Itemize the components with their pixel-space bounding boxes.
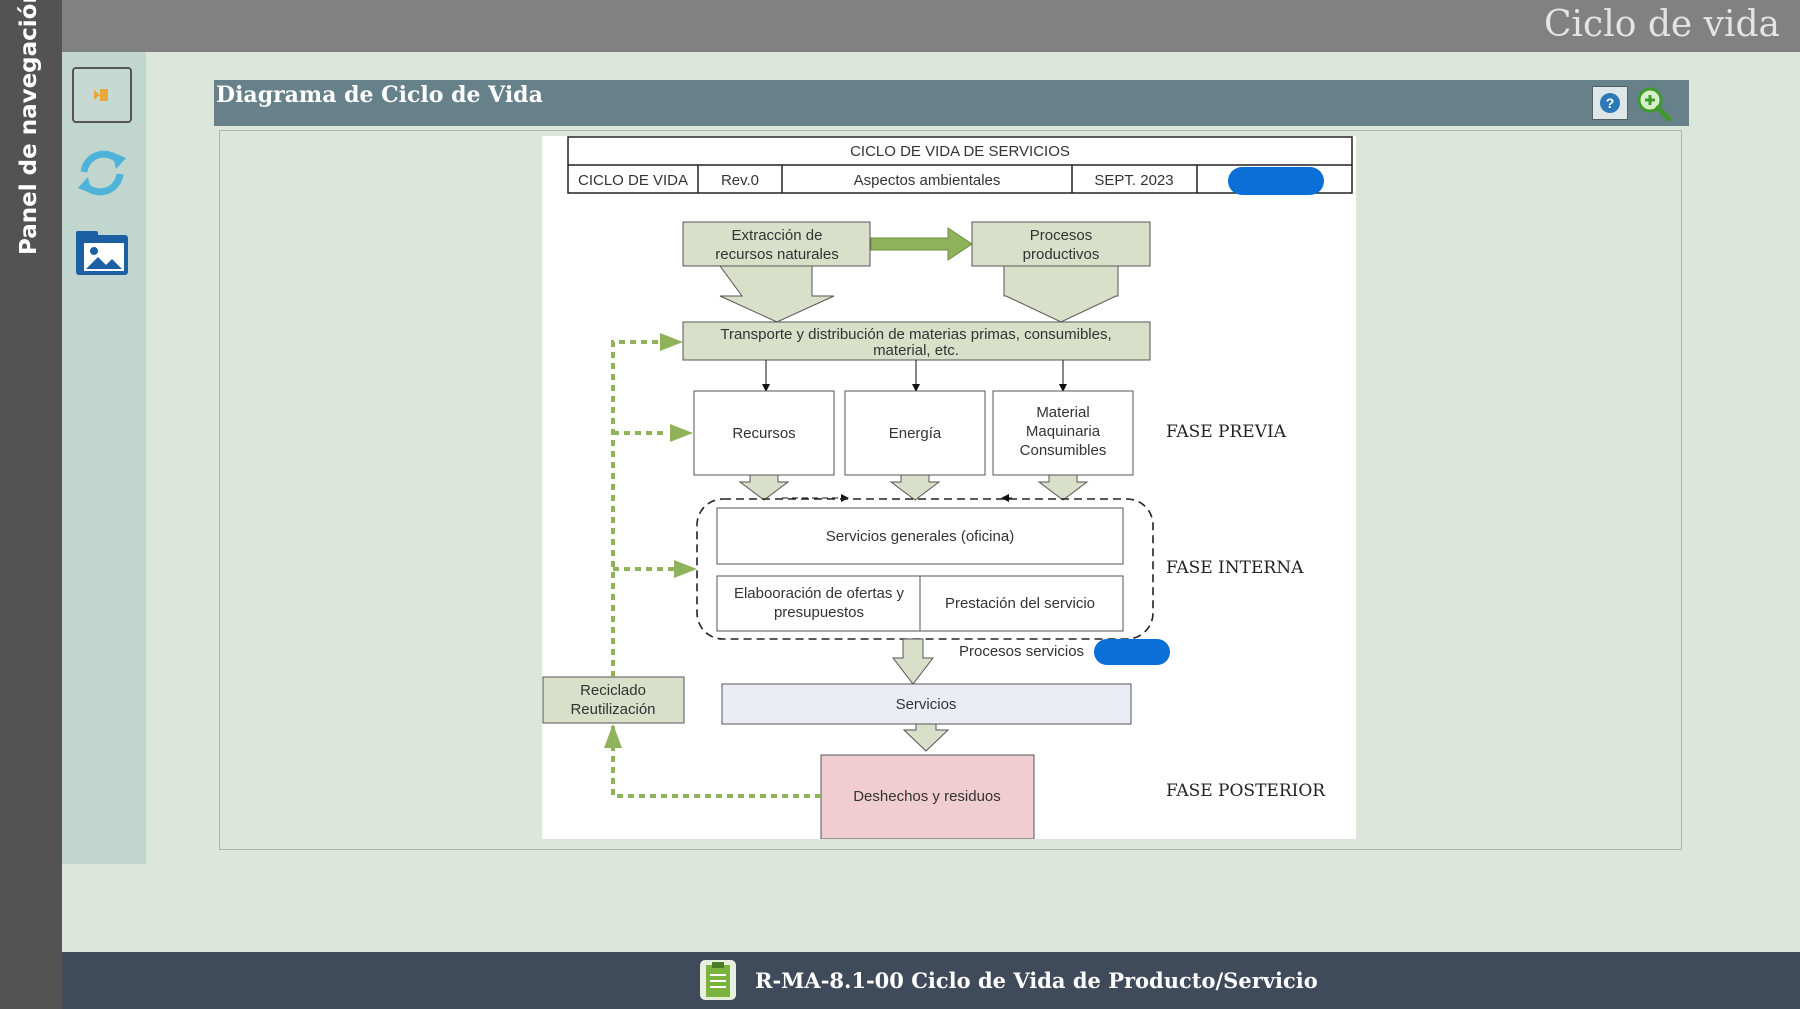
energia-chevron (889, 474, 941, 501)
recursos-feedback-arrowhead (670, 424, 693, 442)
table-cell-fecha: SEPT. 2023 (1094, 172, 1173, 189)
zoom-in-icon (1637, 87, 1672, 122)
procesos-box (971, 221, 1151, 267)
page-title: Ciclo de vida (1543, 4, 1780, 45)
table-cell-rev: Rev.0 (721, 172, 759, 189)
extraccion-to-procesos-arrow (870, 227, 973, 261)
procesos-label-2: productivos (1023, 246, 1100, 263)
redaction-mark-2 (1094, 639, 1170, 665)
recursos-label: Recursos (732, 425, 795, 442)
servicios-generales-label: Servicios generales (oficina) (826, 528, 1014, 545)
exit-button[interactable] (72, 67, 132, 123)
material-label-1: Material (1036, 404, 1089, 421)
servicios-label: Servicios (896, 696, 957, 713)
reciclado-up-arrowhead (604, 724, 622, 748)
energia-label: Energía (889, 425, 942, 442)
transporte-label-2: material, etc. (873, 342, 959, 359)
table-title: CICLO DE VIDA DE SERVICIOS (850, 143, 1070, 160)
reciclado-label-2: Reutilización (570, 701, 655, 718)
extraccion-box (682, 221, 871, 267)
sync-button[interactable] (72, 142, 132, 198)
deshechos-box (820, 754, 1035, 840)
recycling-feedback-arrows (611, 340, 821, 798)
extraccion-down-arrow (719, 265, 835, 323)
interna-feedback-arrowhead (674, 560, 697, 578)
gallery-button[interactable] (72, 227, 132, 283)
deshechos-label: Deshechos y residuos (853, 788, 1001, 805)
material-label-2: Maquinaria (1026, 423, 1101, 440)
side-toolbar (62, 52, 146, 864)
prestacion-label: Prestación del servicio (945, 595, 1095, 612)
gallery-icon (76, 231, 128, 275)
material-chevron (1037, 474, 1089, 501)
reciclado-box (542, 676, 685, 724)
reciclado-label-1: Reciclado (580, 682, 646, 699)
procesos-servicios-arrow (891, 638, 935, 685)
exit-icon (94, 89, 108, 101)
table-cell-ciclo: CICLO DE VIDA (578, 172, 688, 189)
panel-header: Diagrama de Ciclo de Vida ? (214, 80, 1689, 126)
extraccion-label-2: recursos naturales (715, 246, 838, 263)
life-cycle-diagram: CICLO DE VIDA DE SERVICIOS CICLO DE VIDA… (542, 136, 1356, 840)
procesos-down-arrow (1003, 265, 1119, 323)
elaboracion-box (716, 575, 921, 632)
material-box (992, 390, 1134, 476)
recursos-chevron (738, 474, 790, 501)
document-icon (700, 960, 736, 1000)
document-header-table: CICLO DE VIDA DE SERVICIOS CICLO DE VIDA… (567, 136, 1353, 195)
servicios-box (721, 683, 1132, 725)
sync-icon (78, 150, 126, 196)
fase-interna-label: FASE INTERNA (1166, 558, 1304, 578)
redaction-mark (1228, 167, 1324, 195)
material-label-3: Consumibles (1020, 442, 1107, 459)
procesos-label-1: Procesos (1030, 227, 1093, 244)
transporte-label-1: Transporte y distribución de materias pr… (720, 326, 1111, 343)
servicios-chevron (902, 723, 950, 752)
energia-box (844, 390, 986, 476)
extraccion-label-1: Extracción de (732, 227, 823, 244)
fase-previa-label: FASE PREVIA (1166, 422, 1287, 442)
help-icon: ? (1600, 93, 1620, 113)
navigation-panel: Panel de navegación (0, 0, 62, 1009)
servicios-generales-box (716, 507, 1124, 565)
prestacion-box (919, 575, 1124, 632)
transporte-box (682, 321, 1151, 361)
footer-bar: R-MA-8.1-00 Ciclo de Vida de Producto/Se… (62, 952, 1800, 1009)
procesos-servicios-label: Procesos servicios (959, 643, 1084, 660)
fase-posterior-label: FASE POSTERIOR (1166, 781, 1326, 801)
elaboracion-label-1: Elabooración de ofertas y (734, 585, 905, 602)
navigation-panel-title[interactable]: Panel de navegación (16, 0, 42, 255)
transporte-feedback-arrowhead (660, 333, 683, 351)
zoom-button[interactable] (1634, 85, 1674, 123)
top-bar: Ciclo de vida (62, 0, 1800, 52)
panel-title: Diagrama de Ciclo de Vida (216, 82, 543, 108)
elaboracion-label-2: presupuestos (774, 604, 864, 621)
svg-text:?: ? (1606, 95, 1615, 111)
footer-document-title[interactable]: R-MA-8.1-00 Ciclo de Vida de Producto/Se… (755, 968, 1318, 993)
table-cell-aspectos: Aspectos ambientales (854, 172, 1001, 189)
help-button[interactable]: ? (1592, 86, 1628, 120)
fase-interna-group (696, 498, 1154, 640)
